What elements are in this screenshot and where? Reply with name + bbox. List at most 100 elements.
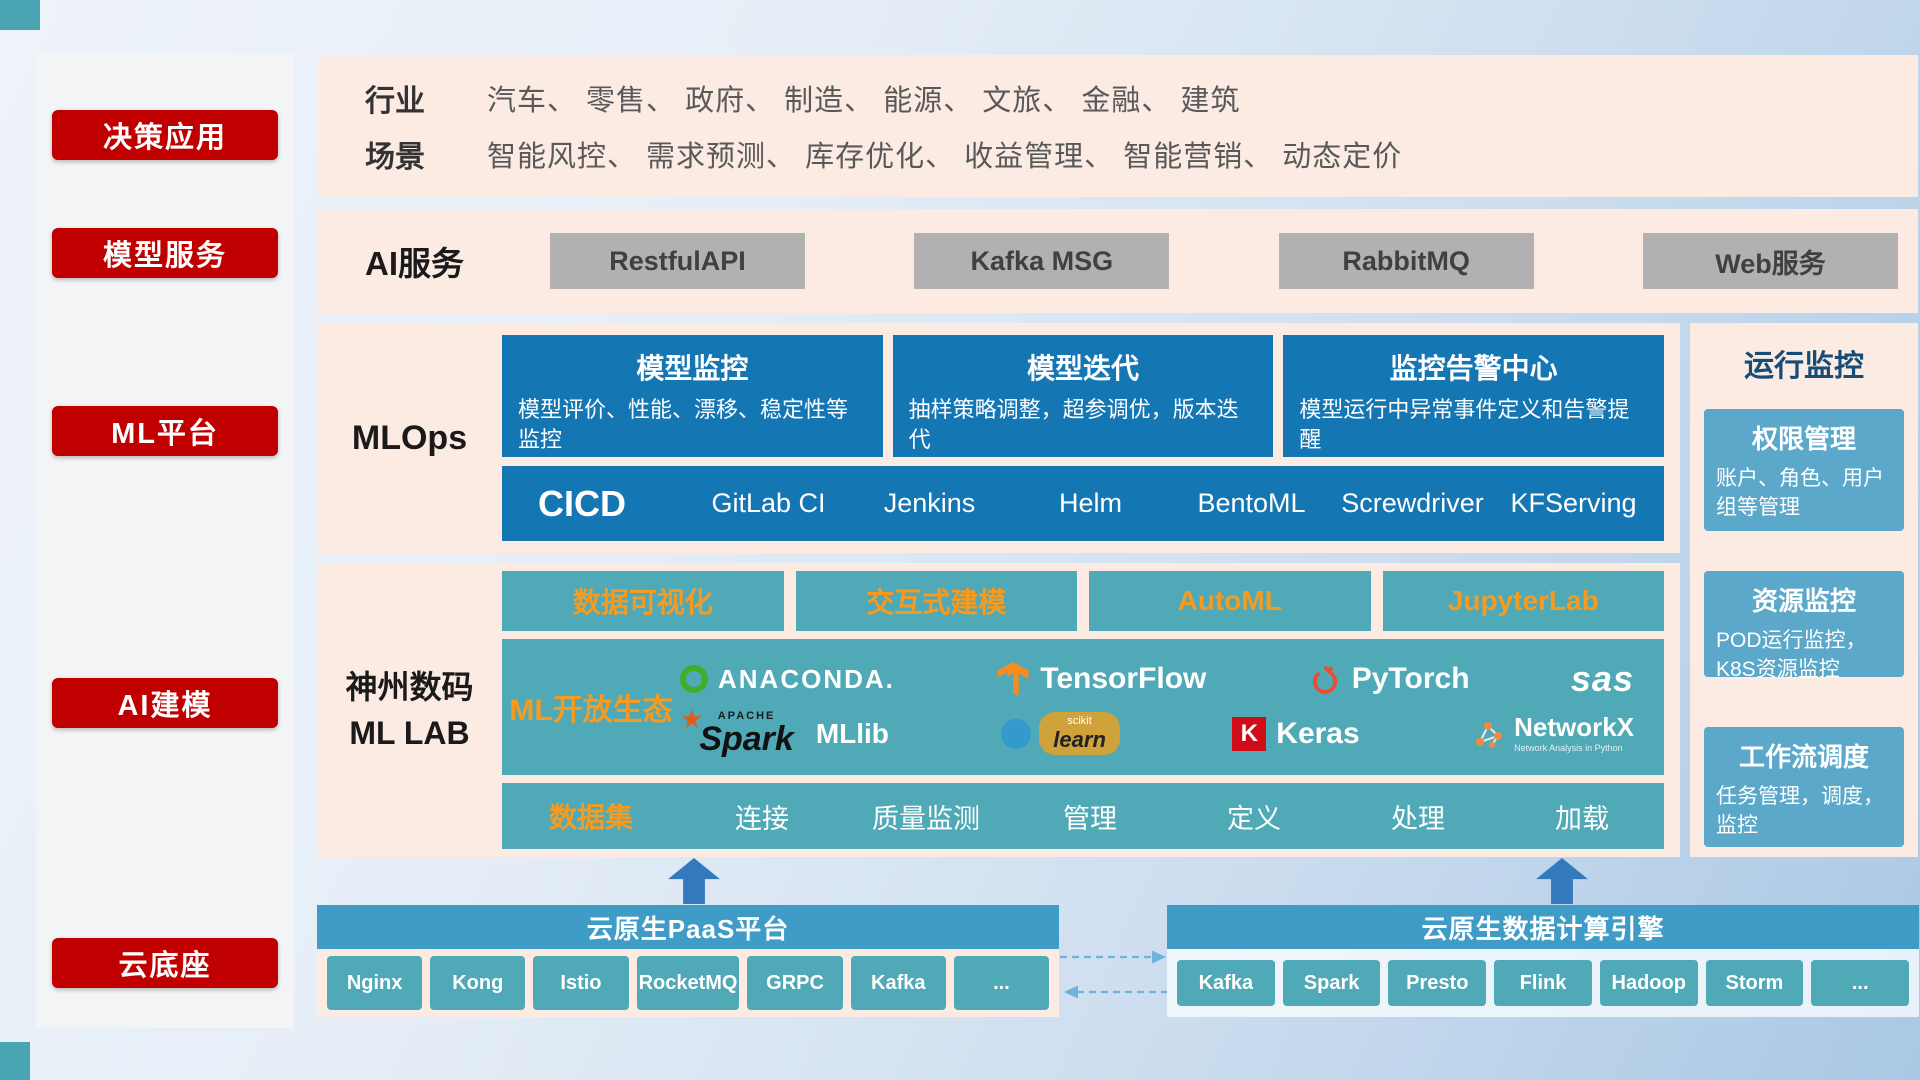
data-engine-group: 云原生数据计算引擎 Kafka Spark Presto Flink Hadoo…: [1167, 905, 1919, 1017]
card-desc: 模型运行中异常事件定义和告警提醒: [1299, 397, 1630, 452]
keras-text: Keras: [1276, 716, 1360, 750]
dataset-connect: 连接: [735, 803, 789, 834]
ai-service-buttons: RestfulAPI Kafka MSG RabbitMQ Web服务: [550, 233, 1898, 289]
ml-ecosystem-label: ML开放生态: [509, 694, 673, 728]
keras-square-icon: K: [1232, 716, 1267, 751]
spark-logo: ★ APACHE Spark: [680, 704, 794, 757]
alert-center-card: 监控告警中心 模型运行中异常事件定义和告警提醒: [1283, 335, 1665, 457]
mllib-text: MLlib: [815, 717, 889, 749]
spark-text-group: APACHE Spark: [699, 710, 794, 757]
helm-node: Helm: [1058, 488, 1122, 518]
card-desc: 抽样策略调整，超参调优，版本迭代: [908, 397, 1239, 452]
spark-star-icon: ★: [680, 704, 704, 735]
mllab-tools: 数据可视化 交互式建模 AutoML JupyterLab: [502, 571, 1664, 632]
flink-node: Flink: [1494, 960, 1592, 1006]
sidebar-item-model-service: 模型服务: [52, 228, 278, 278]
anaconda-icon: [680, 665, 708, 694]
keras-logo: K Keras: [1232, 716, 1360, 751]
dataset-quality: 质量监测: [872, 803, 980, 834]
sidebar-item-ml-platform: ML平台: [52, 406, 278, 456]
engine-chips: Kafka Spark Presto Flink Hadoop Storm ..…: [1167, 949, 1919, 1013]
model-monitoring-card: 模型监控 模型评价、性能、漂移、稳定性等监控: [502, 335, 883, 457]
istio-node: Istio: [533, 956, 629, 1010]
more-node: ...: [1811, 960, 1910, 1006]
jenkins-node: Jenkins: [883, 488, 976, 518]
presto-node: Presto: [1388, 960, 1487, 1006]
pytorch-icon: [1312, 666, 1337, 694]
web-service-node: Web服务: [1642, 233, 1898, 289]
data-engine-header: 云原生数据计算引擎: [1167, 905, 1919, 949]
anaconda-text: ANACONDA.: [718, 663, 895, 694]
scikit-circle-icon: [1001, 718, 1032, 749]
cicd-label: CICD: [538, 482, 626, 524]
sas-text: sas: [1570, 658, 1634, 700]
corner-accent-bottom: [0, 1042, 30, 1080]
kafka-node: Kafka: [1177, 960, 1275, 1006]
mllab-label-line2: ML LAB: [349, 715, 470, 751]
mlops-panel: MLOps 模型监控 模型评价、性能、漂移、稳定性等监控 模型迭代 抽样策略调整…: [317, 323, 1680, 553]
networkx-logo: NetworkX Network Analysis in Python: [1472, 713, 1634, 753]
sidebar-item-decision-apps: 决策应用: [52, 110, 278, 160]
kafka-msg-node: Kafka MSG: [914, 233, 1170, 289]
scenario-list: 智能风控、 需求预测、 库存优化、 收益管理、 智能营销、 动态定价: [487, 141, 1403, 174]
card-title: 资源监控: [1751, 586, 1856, 616]
card-title: 权限管理: [1751, 424, 1856, 454]
card-title: 工作流调度: [1738, 742, 1869, 772]
scikit-learn-text: learn: [1053, 726, 1106, 752]
sidebar-item-ai-modeling: AI建模: [52, 678, 278, 728]
mlops-label: MLOps: [351, 418, 468, 457]
interactive-modeling-node: 交互式建模: [795, 571, 1077, 632]
paas-platform-group: 云原生PaaS平台 Nginx Kong Istio RocketMQ GRPC…: [317, 905, 1059, 1017]
industry-row: 行业 汽车、 零售、 政府、 制造、 能源、 文旅、 金融、 建筑: [365, 76, 1898, 120]
mllab-content: 数据可视化 交互式建模 AutoML JupyterLab ML开放生态 ANA…: [502, 571, 1664, 849]
apache-text: APACHE: [717, 710, 776, 723]
mlops-cards: 模型监控 模型评价、性能、漂移、稳定性等监控 模型迭代 抽样策略调整，超参调优，…: [502, 335, 1665, 457]
restfulapi-node: RestfulAPI: [550, 233, 805, 289]
scikit-learn-logo: scikit learn: [1001, 712, 1120, 755]
dataset-process: 处理: [1391, 803, 1445, 834]
networkx-subtitle: Network Analysis in Python: [1514, 743, 1623, 754]
logo-row-1: ANACONDA. TensorFlow: [680, 658, 1634, 700]
dataset-define: 定义: [1227, 803, 1281, 834]
dataset-items: 连接 质量监测 管理 定义 处理 加载: [680, 797, 1664, 836]
industry-list: 汽车、 零售、 政府、 制造、 能源、 文旅、 金融、 建筑: [487, 84, 1241, 117]
jupyterlab-node: JupyterLab: [1382, 571, 1664, 632]
mllab-panel: 神州数码 ML LAB 数据可视化 交互式建模 AutoML JupyterLa…: [317, 563, 1680, 857]
ai-service-label: AI服务: [365, 245, 464, 282]
ml-ecosystem-box: ML开放生态 ANACONDA. TensorFlow: [502, 639, 1664, 776]
cicd-items: GitLab CI Jenkins Helm BentoML Screwdriv…: [688, 488, 1654, 519]
spark-node: Spark: [1282, 960, 1381, 1006]
sidebar-item-cloud-base: 云底座: [52, 938, 278, 988]
networkx-text-group: NetworkX Network Analysis in Python: [1514, 713, 1634, 754]
kfserving-node: KFServing: [1510, 488, 1637, 518]
card-desc: 模型评价、性能、漂移、稳定性等监控: [518, 397, 849, 452]
networkx-graph-icon: [1476, 721, 1503, 748]
mlops-content: 模型监控 模型评价、性能、漂移、稳定性等监控 模型迭代 抽样策略调整，超参调优，…: [502, 335, 1665, 541]
card-title: 模型监控: [636, 353, 749, 384]
paas-platform-header: 云原生PaaS平台: [317, 905, 1059, 949]
dataset-manage: 管理: [1063, 803, 1117, 834]
workflow-scheduling-card: 工作流调度 任务管理，调度，监控: [1704, 727, 1904, 847]
rabbitmq-node: RabbitMQ: [1278, 233, 1534, 289]
logo-row-2: ★ APACHE Spark MLlib scikit: [680, 704, 1634, 757]
mllab-label-line1: 神州数码: [345, 668, 474, 705]
tensorflow-logo: TensorFlow: [996, 662, 1207, 697]
permission-mgmt-card: 权限管理 账户、角色、用户组等管理: [1704, 409, 1904, 531]
gitlab-ci-node: GitLab CI: [711, 488, 826, 518]
dataset-load: 加载: [1555, 803, 1609, 834]
corner-accent-top: [0, 0, 40, 30]
spark-mllib-logo: ★ APACHE Spark MLlib: [680, 704, 889, 757]
paas-chips: Nginx Kong Istio RocketMQ GRPC Kafka ...: [317, 949, 1059, 1017]
sas-logo: sas: [1571, 658, 1634, 700]
runtime-monitoring-title: 运行监控: [1744, 350, 1864, 383]
more-node: ...: [953, 956, 1050, 1010]
tensorflow-icon: [997, 662, 1029, 697]
tensorflow-text: TensorFlow: [1040, 662, 1207, 696]
resource-monitoring-card: 资源监控 POD运行监控，K8S资源监控: [1704, 571, 1904, 681]
scenario-row: 场景 智能风控、 需求预测、 库存优化、 收益管理、 智能营销、 动态定价: [365, 132, 1898, 176]
card-desc: 账户、角色、用户组等管理: [1716, 467, 1884, 520]
scikit-badge: scikit learn: [1039, 712, 1120, 755]
hadoop-node: Hadoop: [1599, 960, 1698, 1006]
runtime-monitoring-panel: 运行监控 权限管理 账户、角色、用户组等管理 资源监控 POD运行监控，K8S资…: [1690, 323, 1918, 857]
